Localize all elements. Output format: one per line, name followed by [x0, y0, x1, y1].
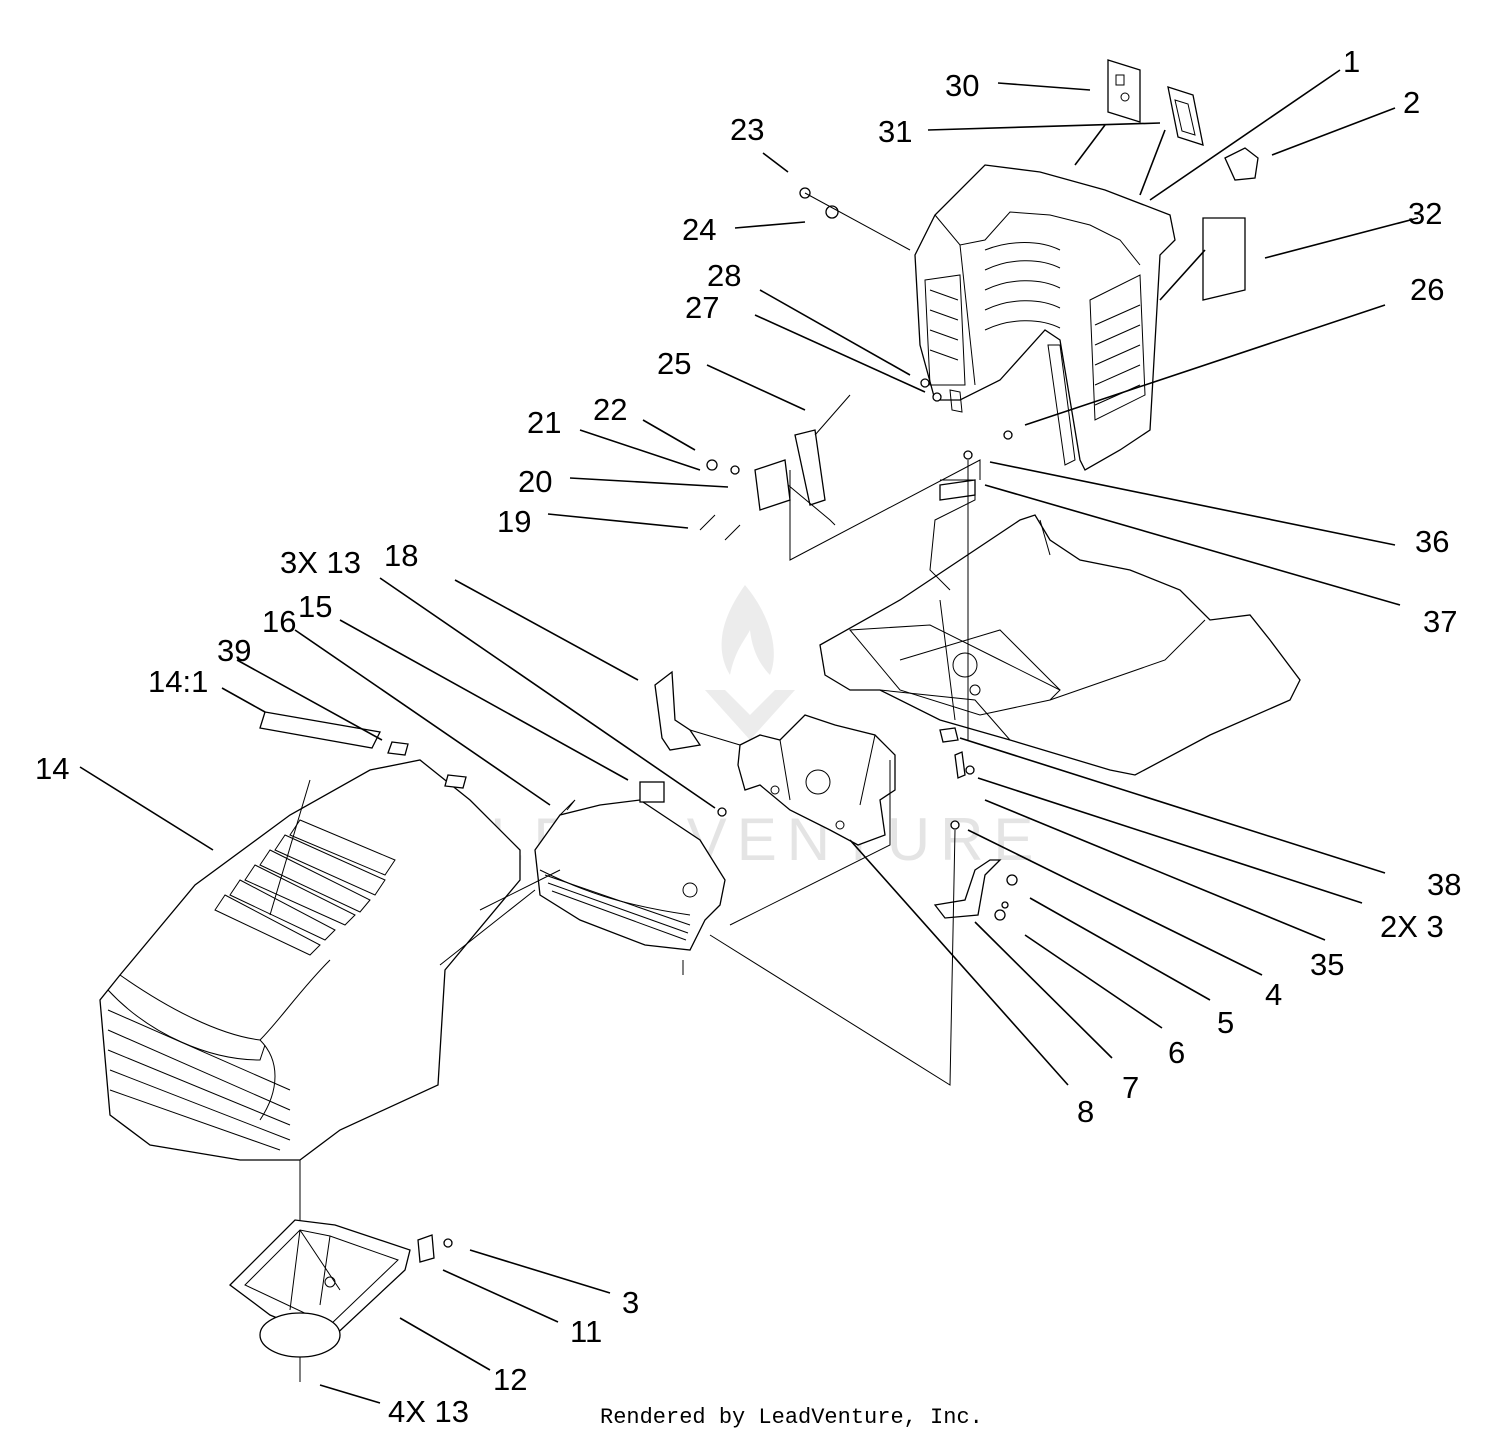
- screw-27: [932, 392, 942, 402]
- callout-14: 14: [35, 751, 69, 786]
- floor-pan: [819, 479, 1301, 776]
- bracket-11: [417, 1234, 435, 1263]
- lever-25: [699, 394, 851, 541]
- callout-4: 4: [1265, 977, 1282, 1012]
- callout-24: 24: [682, 212, 716, 247]
- grille-12: [229, 1219, 411, 1358]
- hood-14: [99, 759, 521, 1161]
- callout-8: 8: [1077, 1094, 1094, 1129]
- decal-39: [387, 741, 409, 756]
- callout-23: 23: [730, 112, 764, 147]
- callout-3x13: 3X 13: [280, 545, 361, 580]
- screw-28: [920, 378, 930, 388]
- callout-38: 38: [1427, 867, 1461, 902]
- leader-lines: [79, 69, 1419, 1404]
- assembly-guide-line: [789, 459, 981, 561]
- bracket-18: [654, 670, 702, 751]
- bolt-4: [950, 820, 960, 830]
- clip-38: [939, 727, 959, 743]
- nut-2x3: [965, 765, 975, 775]
- callout-12: 12: [493, 1362, 527, 1397]
- screw-3: [443, 1238, 453, 1248]
- callout-1: 1: [1343, 44, 1360, 79]
- decal-14-1: [259, 711, 381, 749]
- panel-32: [1202, 217, 1246, 301]
- callout-37: 37: [1423, 604, 1457, 639]
- callout-15: 15: [298, 589, 332, 624]
- callout-2x3: 2X 3: [1380, 909, 1444, 944]
- callout-30: 30: [945, 68, 979, 103]
- callout-7: 7: [1122, 1070, 1139, 1105]
- callout-36: 36: [1415, 524, 1449, 559]
- callout-5: 5: [1217, 1005, 1234, 1040]
- callout-31: 31: [878, 114, 912, 149]
- callout-labels: 1 2 30 31 32 23 24 28 27 26 25 22 21 20 …: [35, 44, 1461, 1429]
- callout-16: 16: [262, 604, 296, 639]
- bracket-7: [933, 859, 1018, 921]
- callout-14-1: 14:1: [148, 664, 208, 699]
- bracket-37: [939, 479, 976, 501]
- spring-35: [954, 751, 966, 779]
- dash-housing: [914, 164, 1176, 471]
- callout-19: 19: [497, 504, 531, 539]
- callout-28: 28: [707, 258, 741, 293]
- decal-30: [1107, 59, 1141, 123]
- nut-26: [1003, 430, 1013, 440]
- callout-4x13: 4X 13: [388, 1394, 469, 1429]
- callout-20: 20: [518, 464, 552, 499]
- support-8: [737, 714, 896, 846]
- knob-2: [1224, 147, 1259, 181]
- callout-2: 2: [1403, 85, 1420, 120]
- callout-35: 35: [1310, 947, 1344, 982]
- callout-22: 22: [593, 392, 627, 427]
- decal-31: [1167, 86, 1204, 146]
- callout-18: 18: [384, 538, 418, 573]
- callout-32: 32: [1408, 196, 1442, 231]
- decal-15: [639, 781, 665, 803]
- screw-3x13: [717, 807, 727, 817]
- callout-11: 11: [570, 1314, 602, 1349]
- decal-39b: [444, 774, 467, 789]
- render-credit: Rendered by LeadVenture, Inc.: [600, 1405, 983, 1430]
- callout-26: 26: [1410, 272, 1444, 307]
- callout-6: 6: [1168, 1035, 1185, 1070]
- callout-3: 3: [622, 1285, 639, 1320]
- callout-27: 27: [685, 290, 719, 325]
- callout-25: 25: [657, 346, 691, 381]
- screw-36: [963, 450, 973, 460]
- grille-housing-16: [534, 799, 726, 951]
- callout-39: 39: [217, 633, 251, 668]
- callout-21: 21: [527, 405, 561, 440]
- watermark-logo-icon: [705, 585, 795, 740]
